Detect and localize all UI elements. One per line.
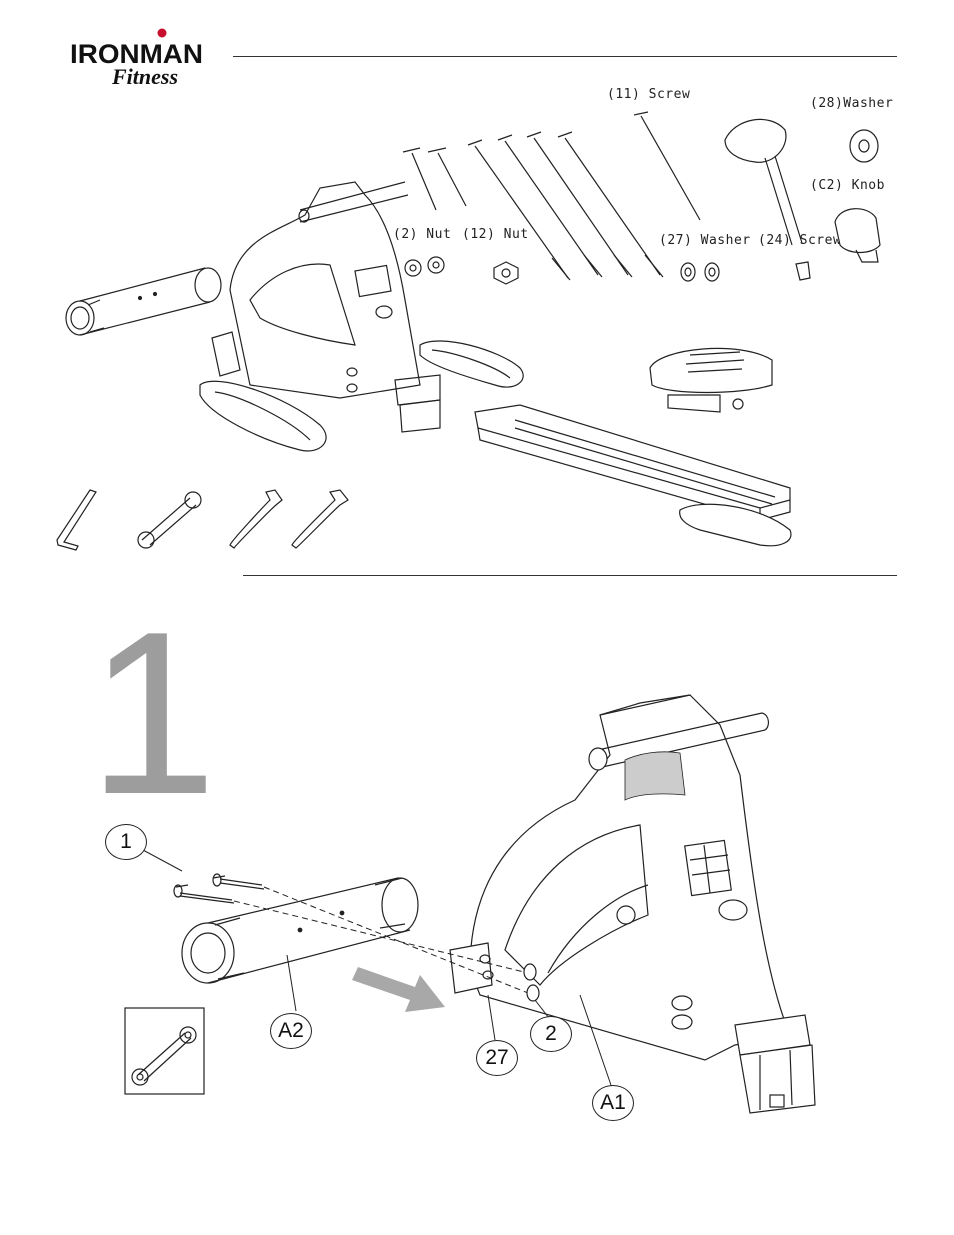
seat-part (650, 348, 772, 412)
step-assembly-drawing (0, 575, 954, 1235)
callout-main-frame: A1 (592, 1085, 634, 1121)
rail-part (475, 405, 791, 546)
bolts-assembly (174, 874, 264, 903)
callout-bolt: 1 (105, 824, 147, 860)
callout-front-stabilizer: A2 (270, 1013, 312, 1049)
bolts-part (403, 112, 700, 280)
callout-washer: 27 (476, 1040, 518, 1076)
hardware-part (405, 130, 878, 284)
knobs-part (725, 119, 880, 262)
stabilizer-tube-part (66, 268, 221, 335)
parts-exploded-drawing (0, 0, 954, 575)
tools-part (57, 490, 348, 550)
callout-nut: 2 (530, 1016, 572, 1052)
direction-arrow (352, 967, 445, 1012)
tool-inset (125, 1008, 204, 1094)
stabilizer-tube-assembly (182, 878, 418, 983)
